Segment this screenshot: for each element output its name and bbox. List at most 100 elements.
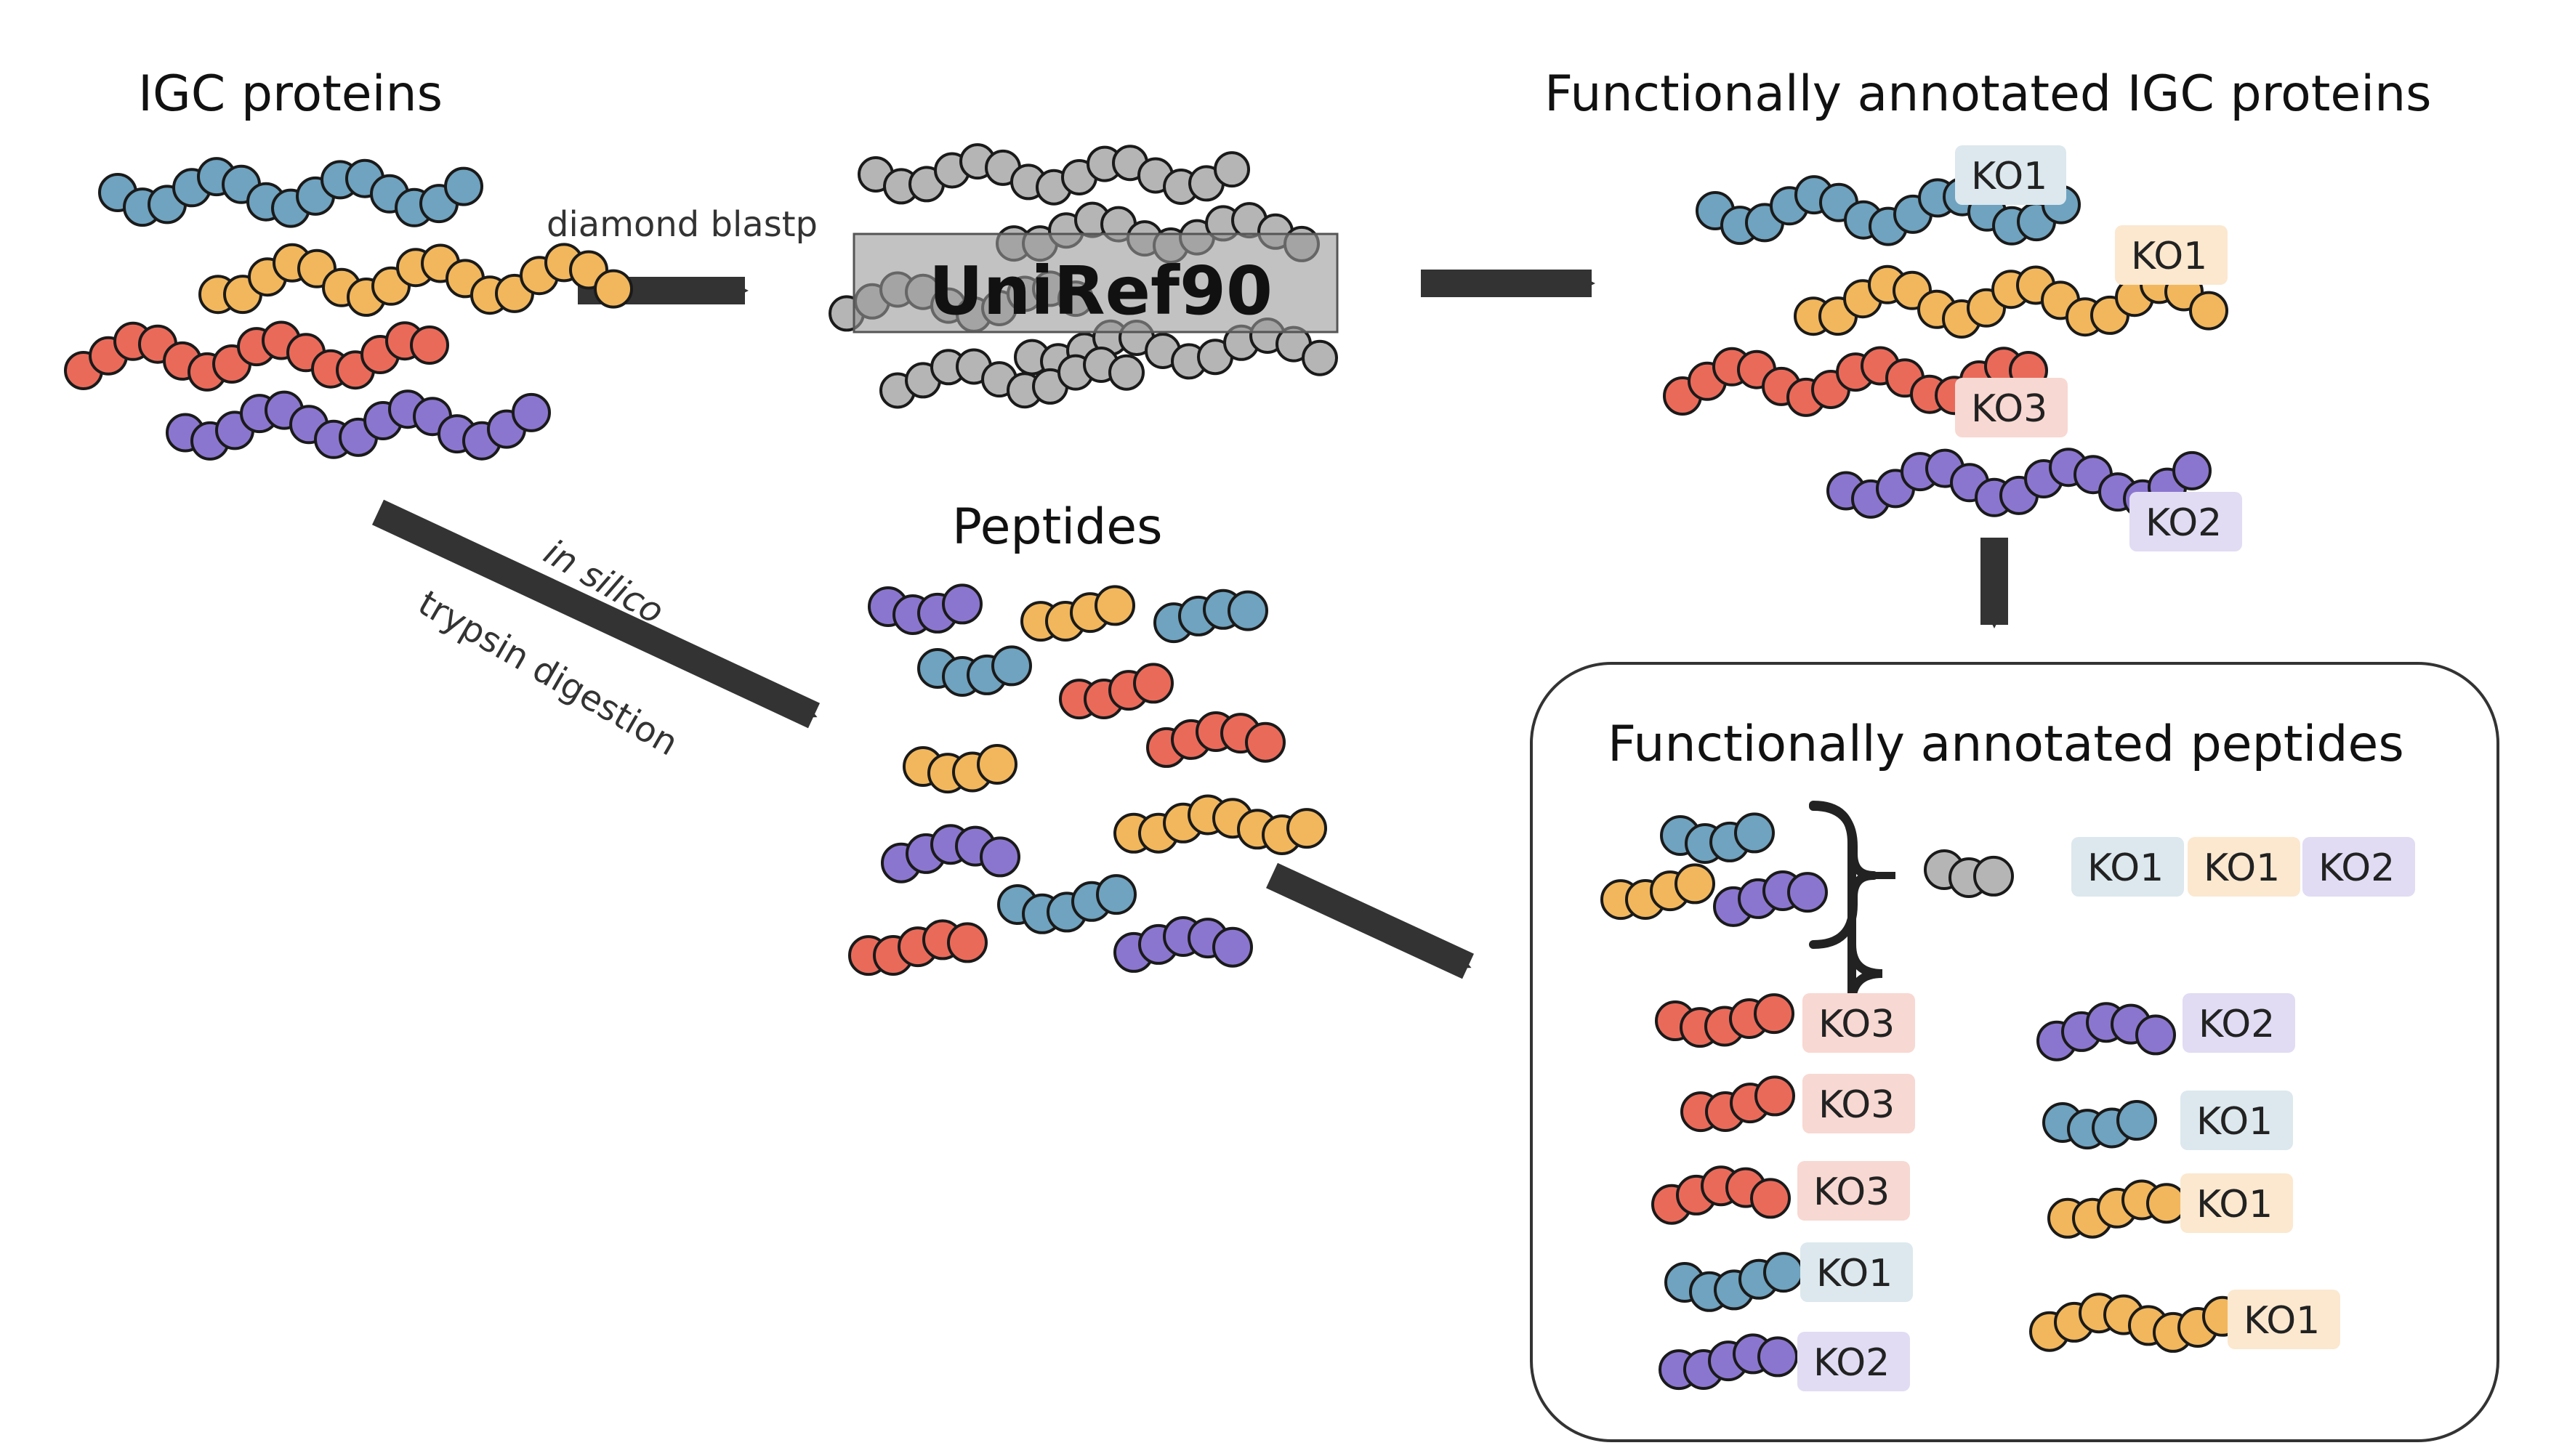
peptide-blue-3 bbox=[997, 874, 1137, 934]
red-residue bbox=[947, 922, 988, 963]
gray-residue bbox=[1108, 354, 1145, 391]
red-residue bbox=[1754, 993, 1794, 1035]
purple-residue bbox=[2135, 1014, 2176, 1056]
bead-chains bbox=[64, 143, 2243, 1391]
arrow-to-peptides bbox=[371, 499, 821, 729]
peptide-red-3 bbox=[848, 919, 988, 976]
annotated-peptide-blue-1 bbox=[1664, 1252, 1804, 1312]
grouped-peptide-blue bbox=[1660, 812, 1775, 864]
igc-protein-red bbox=[64, 320, 449, 392]
tag-ko2-pep-right bbox=[2183, 993, 2295, 1053]
tag-ko3-protein-text: KO3 bbox=[1971, 387, 2047, 431]
tag-ko2-protein-text: KO2 bbox=[2145, 501, 2222, 545]
tag-ko2-protein bbox=[2129, 492, 2242, 551]
gray-residue bbox=[1214, 151, 1250, 188]
orange-residue bbox=[1675, 863, 1715, 905]
tag-ko1-orange-protein bbox=[2115, 225, 2228, 285]
blue-residue bbox=[1763, 1252, 1804, 1293]
purple-residue bbox=[2172, 450, 2212, 490]
tag-ko1-orange-group bbox=[2188, 837, 2300, 897]
uniref-protein-1 bbox=[858, 143, 1250, 206]
orange-residue bbox=[1286, 808, 1327, 849]
peptide-purple-2 bbox=[881, 824, 1020, 883]
uniref-protein-5 bbox=[879, 347, 1145, 409]
annotated-peptide-orange-1 bbox=[2047, 1179, 2187, 1239]
tag-ko1-blue-group-text: KO1 bbox=[2087, 846, 2164, 890]
annotated-peptide-blue-2 bbox=[2042, 1100, 2157, 1150]
diamond-blastp-label: diamond blastp bbox=[547, 204, 818, 245]
orange-residue bbox=[1095, 585, 1135, 626]
annotated-peptide-purple-1 bbox=[1659, 1333, 1798, 1391]
igc-proteins-title: IGC proteins bbox=[138, 65, 443, 123]
annotated-peptide-red-1 bbox=[1655, 993, 1794, 1048]
purple-residue bbox=[1757, 1336, 1798, 1378]
annotated-protein-orange bbox=[1794, 264, 2228, 339]
tag-ko1-pep-left-text: KO1 bbox=[1816, 1252, 1893, 1295]
annotated-peptide-purple-2 bbox=[2036, 1002, 2176, 1061]
blue-residue bbox=[1734, 812, 1775, 854]
peptide-purple-1 bbox=[868, 583, 983, 635]
tag-ko3-protein bbox=[1955, 378, 2068, 437]
grouped-peptide-gray bbox=[1924, 849, 2014, 898]
tag-ko3-pep-1-text: KO3 bbox=[1818, 1003, 1895, 1046]
tag-ko2-pep-right-text: KO2 bbox=[2199, 1003, 2275, 1046]
tag-ko1-blue-protein-text: KO1 bbox=[1971, 155, 2047, 198]
annotated-peptides-box bbox=[1530, 662, 2499, 1442]
peptide-red-1 bbox=[1059, 663, 1174, 720]
blue-residue bbox=[2116, 1100, 2157, 1141]
blue-residue bbox=[1228, 590, 1268, 631]
annotated-peptide-red-3 bbox=[1651, 1165, 1791, 1225]
tag-ko1-pep-left bbox=[1800, 1242, 1913, 1302]
grouped-peptide-purple bbox=[1713, 870, 1828, 927]
tag-ko1-orange-protein-text: KO1 bbox=[2131, 235, 2207, 278]
tag-ko1-pep-right-3-text: KO1 bbox=[2244, 1299, 2320, 1343]
purple-residue bbox=[512, 392, 551, 432]
gray-residue bbox=[1973, 855, 2014, 897]
tag-ko2-group-text: KO2 bbox=[2318, 846, 2395, 890]
grouped-peptide-orange bbox=[1600, 863, 1715, 921]
peptide-blue-2 bbox=[917, 645, 1032, 697]
tag-ko1-pep-right-3 bbox=[2228, 1290, 2340, 1349]
tag-ko3-pep-3 bbox=[1797, 1161, 1910, 1221]
peptide-purple-3 bbox=[1113, 916, 1253, 973]
red-residue bbox=[1133, 663, 1174, 704]
blue-residue bbox=[991, 645, 1032, 687]
annotated-peptide-red-2 bbox=[1680, 1075, 1795, 1133]
gray-residue bbox=[1302, 339, 1338, 376]
uniref90-label: UniRef90 bbox=[929, 252, 1273, 330]
tag-ko2-group bbox=[2302, 837, 2415, 897]
red-residue bbox=[1245, 721, 1286, 763]
blue-residue bbox=[1096, 874, 1137, 915]
orange-residue bbox=[2189, 291, 2228, 331]
tag-ko2-pep-left-text: KO2 bbox=[1813, 1341, 1890, 1385]
annotated-peptide-orange-2 bbox=[2029, 1293, 2243, 1353]
peptide-blue-1 bbox=[1153, 589, 1268, 644]
tag-ko1-pep-right-1 bbox=[2180, 1091, 2293, 1150]
tag-ko3-pep-1 bbox=[1802, 993, 1915, 1053]
igc-protein-orange bbox=[198, 243, 633, 317]
red-residue bbox=[410, 325, 449, 365]
blue-residue bbox=[444, 166, 483, 206]
peptide-orange-2 bbox=[903, 744, 1017, 794]
tag-ko3-pep-2 bbox=[1802, 1074, 1915, 1133]
tag-ko1-orange-group-text: KO1 bbox=[2204, 846, 2280, 890]
annotated-proteins-title: Functionally annotated IGC proteins bbox=[1544, 65, 2432, 123]
grouping-brace-full bbox=[1809, 802, 1878, 949]
red-residue bbox=[1754, 1075, 1795, 1117]
peptide-orange-1 bbox=[1020, 585, 1135, 642]
igc-protein-blue bbox=[98, 157, 483, 228]
tag-ko1-blue-protein bbox=[1955, 145, 2066, 205]
purple-residue bbox=[1787, 872, 1828, 913]
tag-ko2-pep-left bbox=[1797, 1332, 1910, 1391]
purple-residue bbox=[1212, 926, 1253, 968]
annotated-protein-purple bbox=[1826, 448, 2212, 519]
red-residue bbox=[1750, 1178, 1791, 1219]
purple-residue bbox=[942, 583, 983, 625]
purple-residue bbox=[980, 836, 1020, 878]
tag-ko1-pep-right-1-text: KO1 bbox=[2196, 1100, 2273, 1144]
peptides-title: Peptides bbox=[952, 498, 1163, 556]
uniref90-box bbox=[853, 232, 1339, 333]
peptide-orange-3 bbox=[1113, 794, 1327, 855]
peptide-red-2 bbox=[1146, 711, 1286, 768]
